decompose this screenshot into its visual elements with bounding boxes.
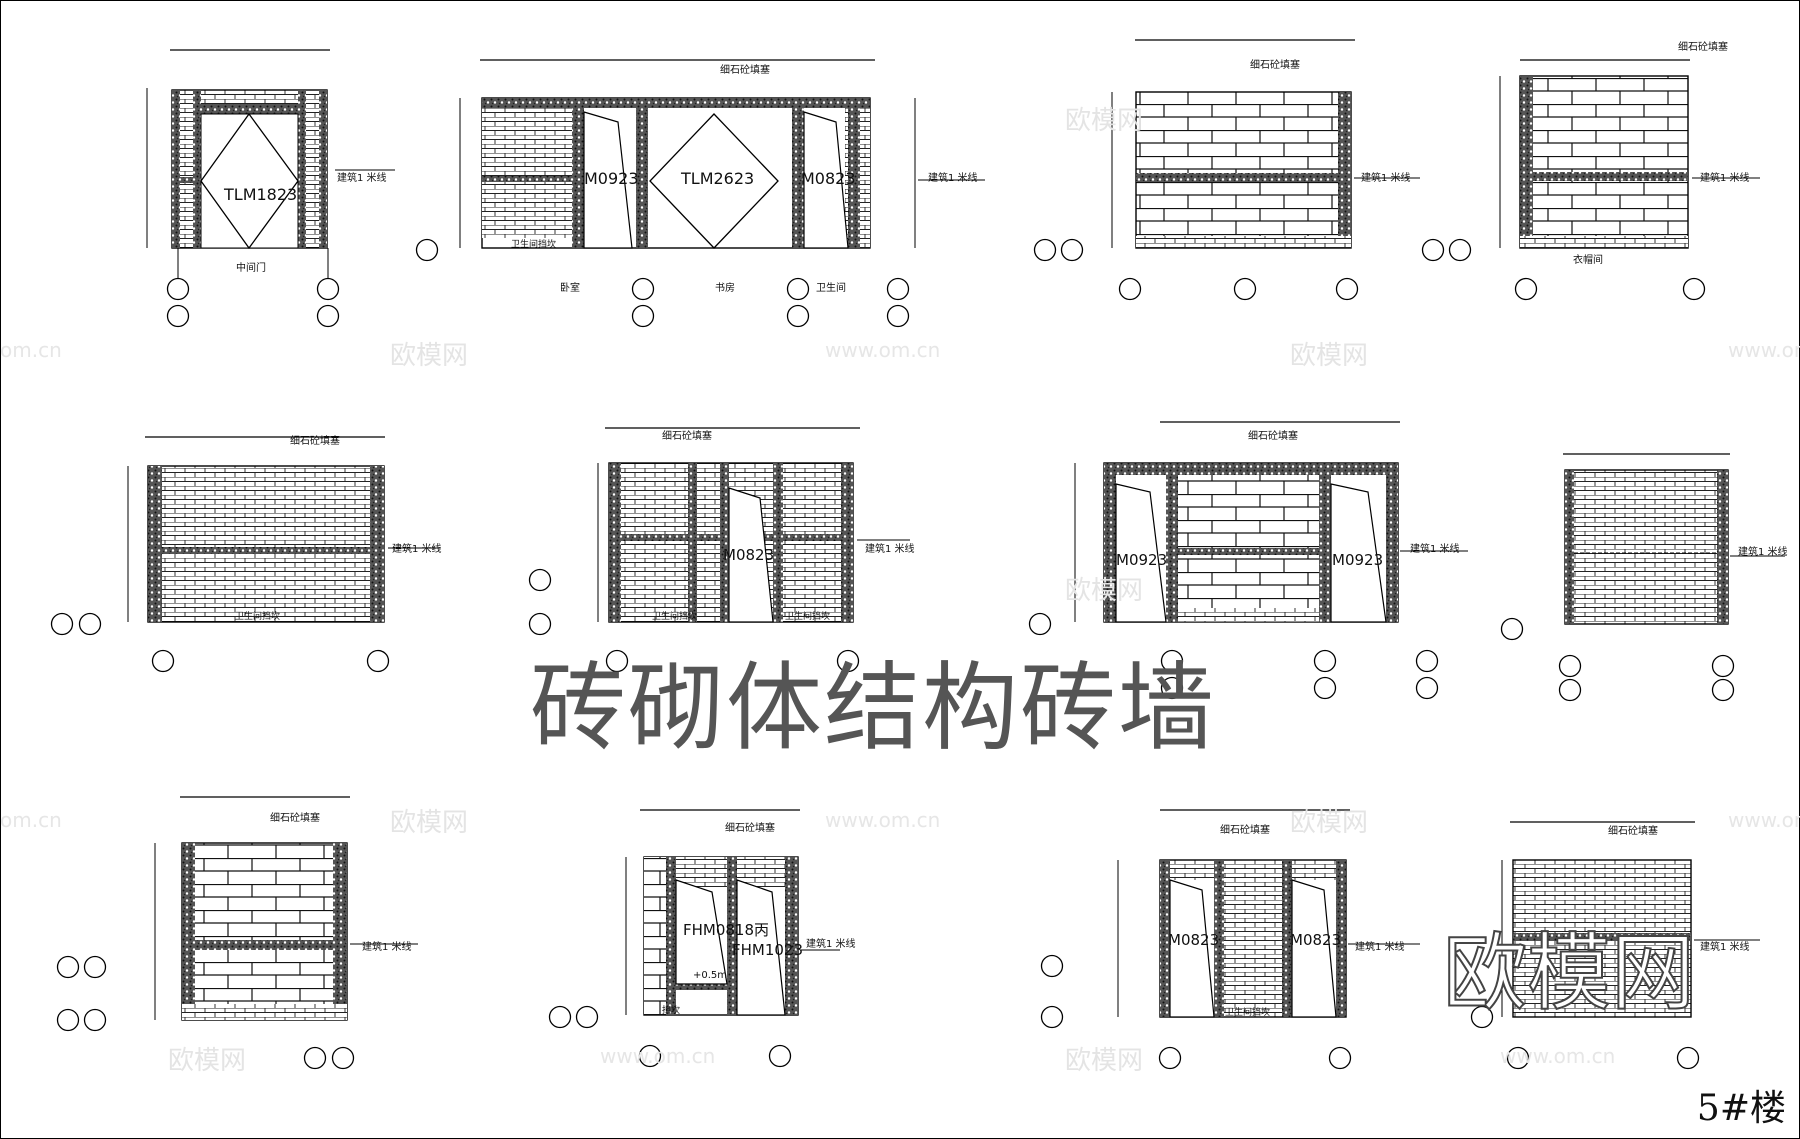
wall-elevation-8 <box>1500 453 1785 702</box>
fill-label-11: 细石砼填塞 <box>1220 823 1270 836</box>
fill-label-3: 细石砼填塞 <box>1250 58 1300 71</box>
building-line-label-2: 建筑1 米线 <box>928 171 978 184</box>
door-code-m0823-d: M0823 <box>1290 931 1341 949</box>
room-label-bathroom: 卫生间 <box>816 281 846 294</box>
room-label-corridor-door: 中间门 <box>236 261 266 274</box>
watermark-url-7: om.cn <box>0 338 62 362</box>
wall-elevation-10 <box>548 809 840 1068</box>
fill-label-7: 细石砼填塞 <box>1248 429 1298 442</box>
watermark-url-1: www.om.cn <box>825 338 941 362</box>
watermark-brand-7: 欧模网 <box>168 1046 247 1076</box>
building-line-label-7: 建筑1 米线 <box>1410 542 1460 555</box>
room-label-study: 书房 <box>715 281 735 294</box>
watermark-brand-3: 欧模网 <box>1290 341 1369 371</box>
fill-label-2: 细石砼填塞 <box>720 63 770 76</box>
fill-label-10: 细石砼填塞 <box>725 821 775 834</box>
door-code-m0923-c: M0923 <box>1332 551 1383 569</box>
wall-elevation-5 <box>50 436 440 673</box>
fill-label-12: 细石砼填塞 <box>1608 824 1658 837</box>
door-code-fhm0818: FHM0818丙 <box>683 921 769 939</box>
fill-label-6: 细石砼填塞 <box>662 429 712 442</box>
room-label-closet: 衣帽间 <box>1573 253 1603 266</box>
wall-elevation-3 <box>1033 39 1420 301</box>
building-line-label-9: 建筑1 米线 <box>362 940 412 953</box>
page-title: 砖砌体结构砖墙 <box>530 652 1216 764</box>
wall-elevation-6 <box>528 427 910 673</box>
edge-label-10: 挡坎 <box>662 1004 680 1016</box>
building-line-label-10: 建筑1 米线 <box>806 937 856 950</box>
watermark-url-6: www.om.cn <box>1500 1044 1616 1068</box>
watermark-brand-8: 欧模网 <box>1065 1046 1144 1076</box>
building-line-label-5: 建筑1 米线 <box>392 542 442 555</box>
door-code-m0823-a: M0823 <box>801 169 856 188</box>
building-line-label-4: 建筑1 米线 <box>1700 171 1750 184</box>
building-line-label-1: 建筑1 米线 <box>337 171 387 184</box>
logo-watermark: 欧模网 <box>1442 923 1696 1023</box>
fill-label-5: 细石砼填塞 <box>290 434 340 447</box>
watermark-brand-6: 欧模网 <box>1290 808 1369 838</box>
wall-elevation-2 <box>415 59 985 328</box>
watermark-brand-1: 欧模网 <box>1065 106 1144 136</box>
floor-label: 5#楼 <box>1696 1088 1786 1129</box>
bath-edge-label-6b: 卫生间挡坎 <box>785 610 830 622</box>
wall-elevation-12 <box>1470 821 1760 1070</box>
door-code-m0823-c: M0823 <box>1168 931 1219 949</box>
building-line-label-8: 建筑1 米线 <box>1738 545 1788 558</box>
watermark-brand-5: 欧模网 <box>390 808 469 838</box>
building-line-label-11: 建筑1 米线 <box>1355 940 1405 953</box>
building-line-label-6: 建筑1 米线 <box>865 542 915 555</box>
watermark-url-5: www.om.cn <box>600 1044 716 1068</box>
bath-edge-label-2: 卫生间挡坎 <box>511 238 556 250</box>
building-line-label-3: 建筑1 米线 <box>1361 171 1411 184</box>
watermark-url-8: om.cn <box>0 808 62 832</box>
room-label-bedroom: 卧室 <box>560 281 580 294</box>
door-code-m0823-b: M0823 <box>723 546 774 564</box>
door-code-tlm1823: TLM1823 <box>223 185 297 204</box>
watermark-brand-4: 欧模网 <box>1065 576 1144 606</box>
building-line-label-12: 建筑1 米线 <box>1700 940 1750 953</box>
door-code-m0923-b: M0923 <box>1116 551 1167 569</box>
fill-label-9: 细石砼填塞 <box>270 811 320 824</box>
bath-edge-label-5: 卫生间挡坎 <box>235 610 280 622</box>
watermark-url-3: www.om.cn <box>825 808 941 832</box>
watermark-url-2: www.om.cn <box>1728 338 1800 362</box>
wall-elevation-4 <box>1421 59 1760 301</box>
door-code-m0923-a: M0923 <box>584 169 639 188</box>
wall-elevation-11 <box>1040 809 1420 1070</box>
wall-elevation-9 <box>56 796 418 1070</box>
bath-edge-label-11: 卫生间挡坎 <box>1225 1006 1270 1018</box>
watermark-url-4: www.om.cn <box>1728 808 1800 832</box>
door-code-tlm2623: TLM2623 <box>680 169 754 188</box>
bath-edge-label-6a: 卫生间挡坎 <box>652 610 697 622</box>
door-code-fhm1023: FHM1023 <box>732 941 803 959</box>
wall-elevation-7 <box>1028 421 1468 700</box>
offset-label: +0.5m <box>693 970 727 981</box>
watermark-brand-2: 欧模网 <box>390 341 469 371</box>
wall-elevation-1 <box>146 49 395 328</box>
fill-label-4: 细石砼填塞 <box>1678 40 1728 53</box>
